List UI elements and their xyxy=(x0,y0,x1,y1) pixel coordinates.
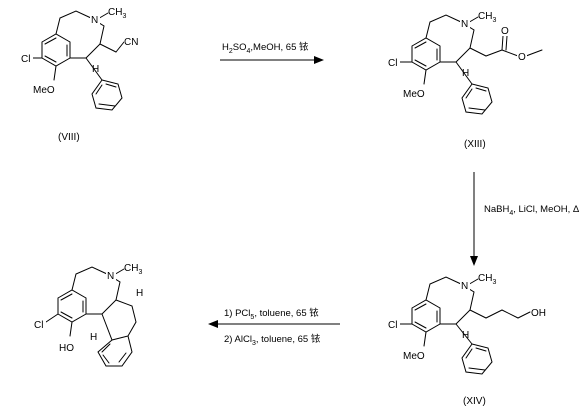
conditions-step2: NaBH4, LiCl, MeOH, Δ xyxy=(484,204,580,217)
compound-viii: Cl MeO N CH3 CN H (VIII) xyxy=(21,7,146,143)
chlorine-label: Cl xyxy=(34,320,43,331)
conditions-step3-line1: 1) PCl5, toluene, 65 铱 xyxy=(224,307,319,321)
chlorine-label: Cl xyxy=(388,58,397,69)
nitrile-label: CN xyxy=(124,37,138,48)
carbonyl-oxygen-label: O xyxy=(501,26,509,37)
chlorine-label: Cl xyxy=(388,320,397,331)
conditions-step3-line2: 2) AlCl3, toluene, 65 铱 xyxy=(224,333,321,347)
methyl-label: CH3 xyxy=(478,273,496,286)
hydrogen-label: H xyxy=(90,332,97,343)
hydrogen-label: H xyxy=(462,68,469,79)
compound-product: Cl HO N CH3 H H xyxy=(34,263,143,367)
hydroxyl-label: OH xyxy=(531,308,546,319)
methyl-label: CH3 xyxy=(108,7,126,20)
hydrogen-label: H xyxy=(462,330,469,341)
reaction-arrow-step3 xyxy=(208,320,340,328)
reaction-arrow-step2 xyxy=(470,172,478,266)
nitrogen-label: N xyxy=(91,15,98,26)
compound-label-xiv: (XIV) xyxy=(463,396,486,407)
hydroxyl-label: HO xyxy=(59,343,74,354)
compound-xiv: Cl MeO N CH3 OH H (XIV) xyxy=(388,273,546,407)
compound-label-viii: (VIII) xyxy=(58,132,80,143)
nitrogen-label: N xyxy=(461,19,468,30)
hydrogen-label: H xyxy=(136,288,143,299)
compound-xiii: Cl MeO N CH3 O O H (XIII) xyxy=(388,11,543,150)
hydrogen-label: H xyxy=(92,64,99,75)
reaction-arrow-step1 xyxy=(220,56,324,64)
methoxy-label: MeO xyxy=(403,351,425,362)
compound-label-xiii: (XIII) xyxy=(464,139,486,150)
chlorine-label: Cl xyxy=(21,54,30,65)
nitrogen-label: N xyxy=(107,271,114,282)
nitrogen-label: N xyxy=(461,281,468,292)
methyl-label: CH3 xyxy=(478,11,496,24)
methyl-label: CH3 xyxy=(124,263,142,276)
ester-oxygen-label: O xyxy=(518,52,526,63)
methoxy-label: MeO xyxy=(403,89,425,100)
methoxy-label: MeO xyxy=(33,85,55,96)
conditions-step1: H2SO4,MeOH, 65 铱 xyxy=(222,41,309,55)
